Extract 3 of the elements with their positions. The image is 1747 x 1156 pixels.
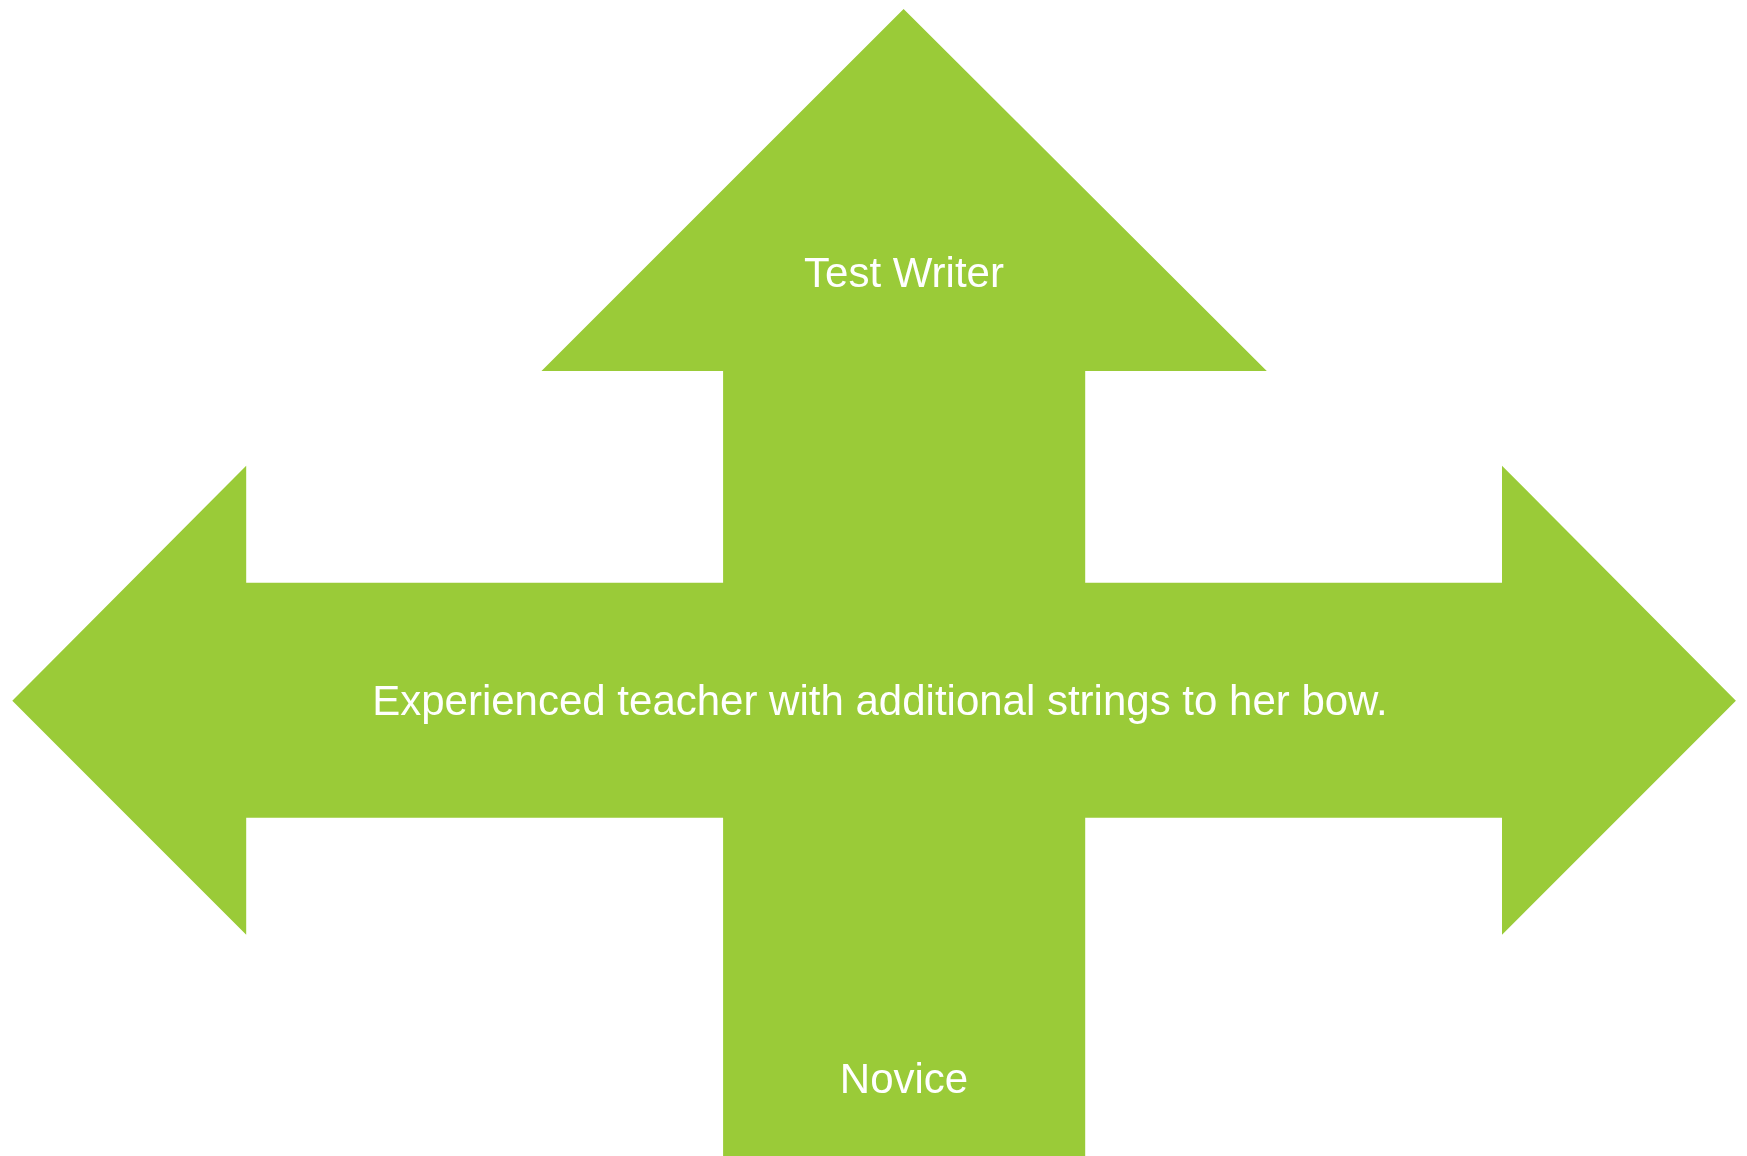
arrow-label: Novice — [839, 1055, 969, 1103]
arrow-label: Experienced teacher with additional strings to her bow. — [372, 677, 1388, 725]
arrow-label: Test Writer — [804, 249, 1004, 297]
